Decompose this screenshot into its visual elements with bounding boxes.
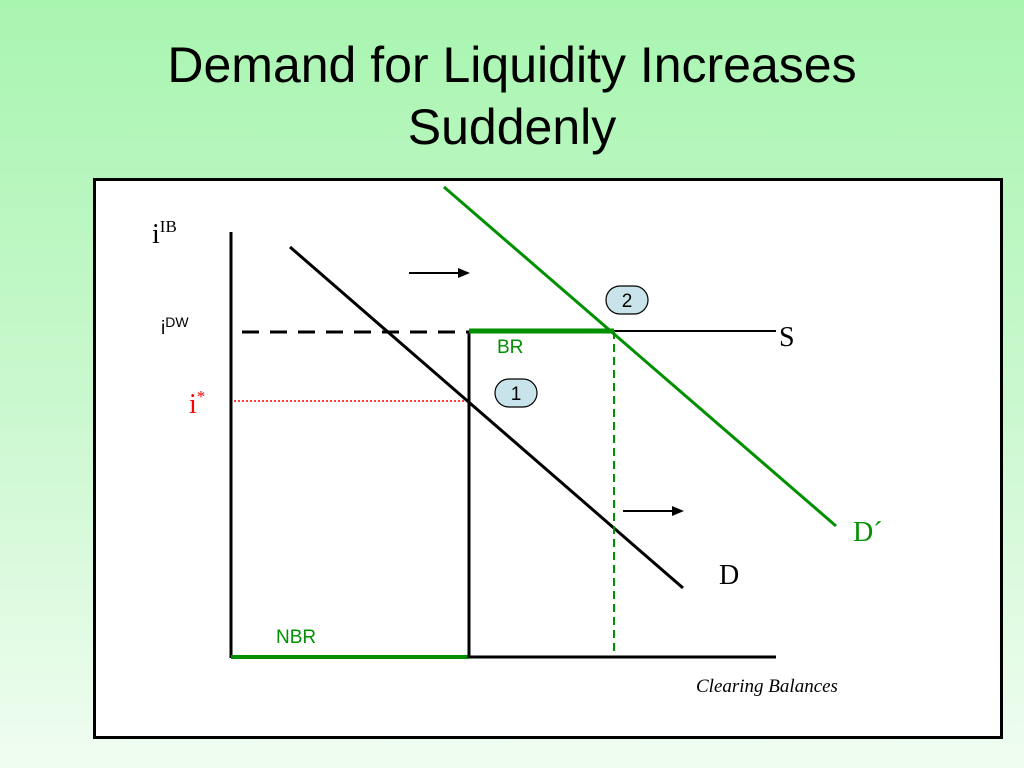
slide-title-line-1: Demand for Liquidity Increases bbox=[167, 37, 857, 93]
supply-label: S bbox=[779, 322, 795, 353]
shift-arrow-lower bbox=[623, 506, 684, 516]
equilibrium-rate-label: i* bbox=[189, 387, 205, 420]
point-1-label: 1 bbox=[511, 384, 522, 405]
shift-arrow-upper bbox=[409, 268, 470, 278]
new-demand-label: D´ bbox=[853, 517, 883, 548]
x-axis-label: Clearing Balances bbox=[696, 676, 838, 697]
point-2-label: 2 bbox=[622, 291, 633, 312]
point-2-badge: 2 bbox=[605, 285, 649, 315]
y-axis-label: iIB bbox=[152, 217, 177, 250]
demand-label: D bbox=[719, 560, 739, 591]
nbr-label: NBR bbox=[276, 627, 316, 648]
br-label: BR bbox=[497, 337, 523, 358]
new-demand-curve bbox=[443, 185, 837, 528]
diagram-frame bbox=[93, 178, 1003, 739]
slide-title: Demand for Liquidity Increases Suddenly bbox=[0, 34, 1024, 158]
demand-curve bbox=[289, 245, 684, 590]
point-1-badge: 1 bbox=[494, 378, 538, 408]
dw-rate-label: iDW bbox=[161, 314, 189, 339]
slide-title-line-2: Suddenly bbox=[407, 99, 617, 155]
